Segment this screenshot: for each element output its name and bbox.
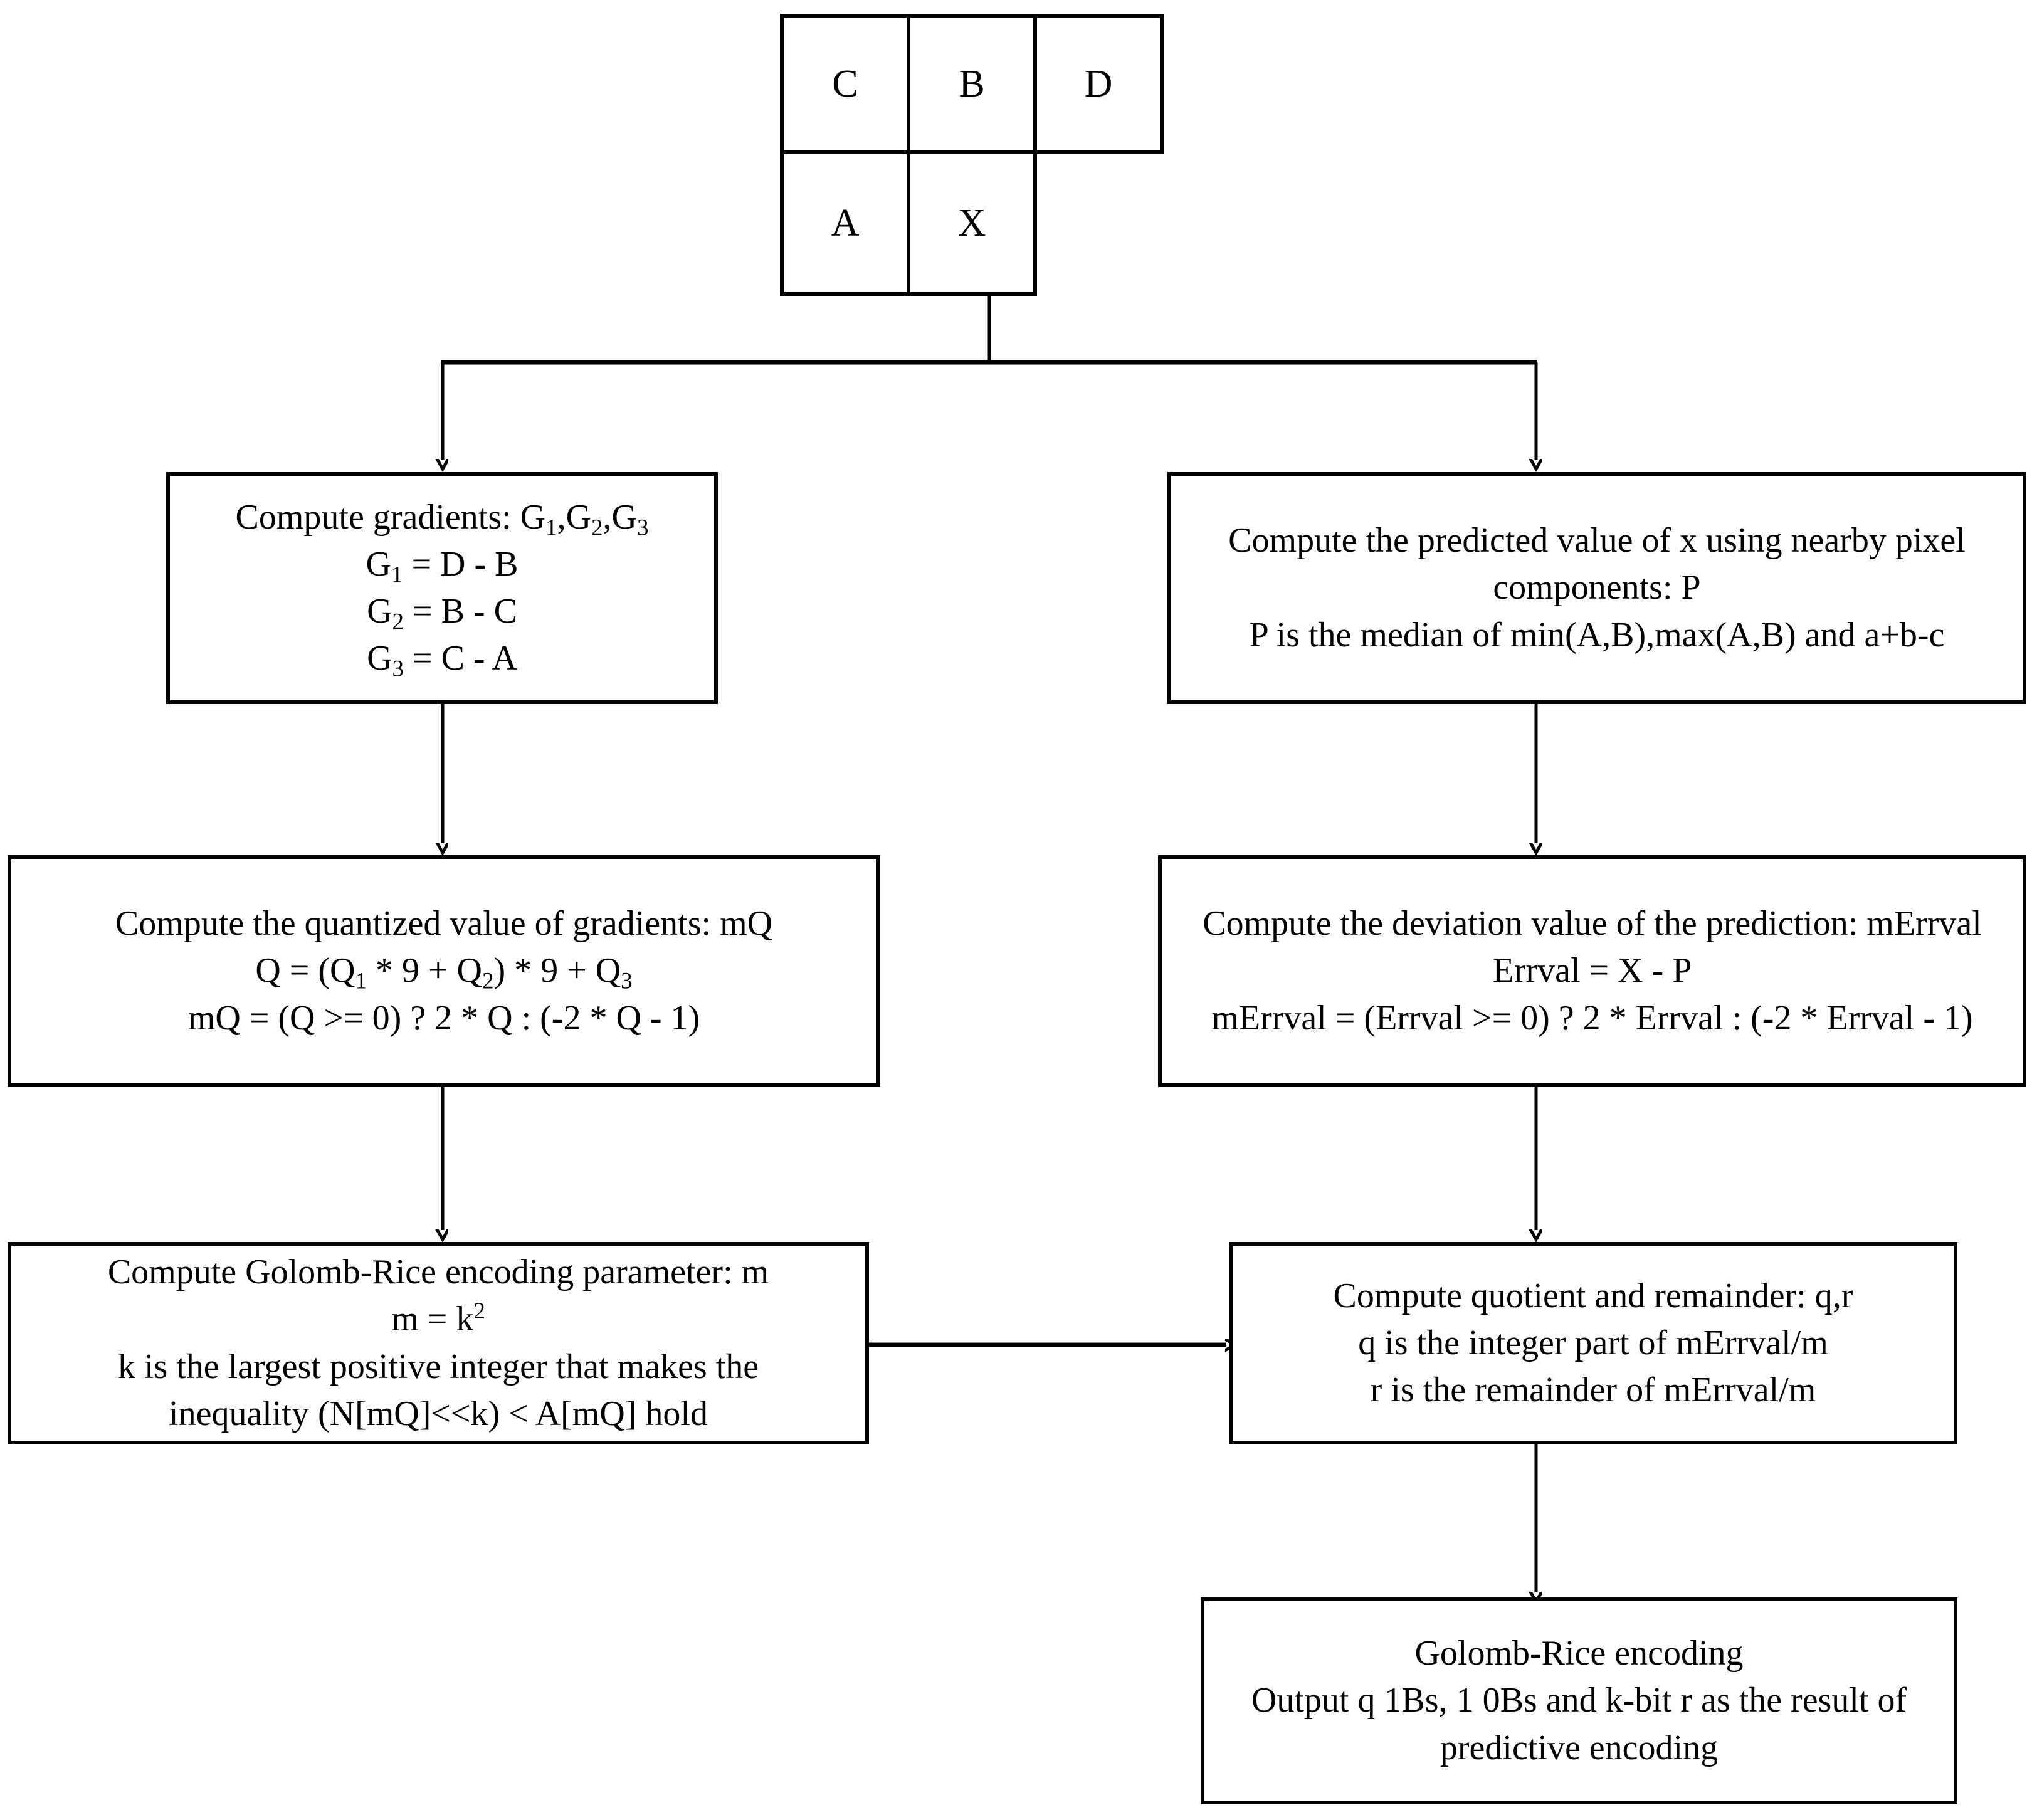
- quotient-line-1: Compute quotient and remainder: q,r: [1333, 1276, 1853, 1315]
- gradients-line-3-pre: G: [367, 592, 392, 631]
- deviation-line-2: Errval = X - P: [1492, 951, 1692, 991]
- encoding-line-1: Golomb-Rice encoding: [1414, 1634, 1744, 1673]
- quantized-line-2: Q = (Q1 * 9 + Q2) * 9 + Q3: [255, 947, 632, 994]
- gradients-line-1: Compute gradients: G1,G2,G3: [236, 494, 649, 541]
- quantized-line-1: Compute the quantized value of gradients…: [115, 904, 773, 944]
- deviation-line-1: Compute the deviation value of the predi…: [1203, 904, 1982, 944]
- quantized-line-2-sub-1: 1: [355, 967, 367, 994]
- golomb-param-line-3: k is the largest positive integer that m…: [117, 1347, 759, 1386]
- gradients-line-1-sub-3: 3: [636, 514, 649, 540]
- box-compute-deviation-value: Compute the deviation value of the predi…: [1158, 855, 2026, 1087]
- gradients-line-1-mid-2: ,G: [603, 497, 637, 537]
- gradients-line-3: G2 = B - C: [367, 588, 517, 635]
- gradients-line-1-sub-1: 1: [545, 514, 557, 540]
- box-compute-quotient-remainder: Compute quotient and remainder: q,r q is…: [1229, 1242, 1957, 1444]
- gradients-line-1-pre: Compute gradients: G: [235, 497, 546, 537]
- gradients-line-2-pre: G: [366, 544, 391, 584]
- gradients-line-2-sub: 1: [391, 561, 403, 587]
- deviation-line-3: mErrval = (Errval >= 0) ? 2 * Errval : (…: [1211, 998, 1973, 1038]
- box-golomb-rice-encoding: Golomb-Rice encoding Output q 1Bs, 1 0Bs…: [1201, 1597, 1957, 1804]
- pixel-grid-label-b: B: [959, 63, 985, 105]
- gradients-line-3-sub: 2: [392, 608, 404, 634]
- gradients-line-4-pre: G: [367, 639, 392, 678]
- quantized-line-3: mQ = (Q >= 0) ? 2 * Q : (-2 * Q - 1): [187, 998, 700, 1038]
- gradients-line-1-sub-2: 2: [591, 514, 603, 540]
- box-compute-gradients: Compute gradients: G1,G2,G3 G1 = D - B G…: [166, 472, 718, 704]
- pixel-grid-cell-d: D: [1033, 14, 1164, 154]
- pixel-grid-cell-b: B: [907, 14, 1037, 154]
- gradients-line-4: G3 = C - A: [367, 635, 517, 682]
- quotient-line-3: r is the remainder of mErrval/m: [1370, 1370, 1816, 1410]
- pixel-grid-cell-a: A: [780, 150, 910, 296]
- pixel-grid-label-a: A: [831, 202, 860, 245]
- quantized-line-2-sub-3: 3: [621, 967, 633, 994]
- gradients-line-4-sub: 3: [392, 655, 404, 681]
- pixel-grid-label-x: X: [957, 202, 986, 245]
- quotient-line-2: q is the integer part of mErrval/m: [1358, 1323, 1828, 1362]
- gradients-line-4-post: = C - A: [404, 639, 517, 678]
- box-compute-predicted-value: Compute the predicted value of x using n…: [1167, 472, 2026, 704]
- gradients-line-2: G1 = D - B: [366, 541, 519, 588]
- gradients-line-1-mid-1: ,G: [557, 497, 592, 537]
- pixel-grid-label-c: C: [832, 63, 858, 105]
- golomb-param-line-2: m = k2: [391, 1296, 485, 1343]
- connector-grid-to-split: [441, 295, 1537, 365]
- quantized-line-2-a: Q = (Q: [255, 951, 355, 991]
- encoding-line-3: predictive encoding: [1440, 1728, 1719, 1767]
- box-compute-quantized-gradients: Compute the quantized value of gradients…: [8, 855, 880, 1087]
- encoding-line-2: Output q 1Bs, 1 0Bs and k-bit r as the r…: [1251, 1681, 1907, 1720]
- gradients-line-2-post: = D - B: [403, 544, 519, 584]
- prediction-line-2: P is the median of min(A,B),max(A,B) and…: [1249, 615, 1945, 655]
- box-compute-golomb-rice-parameter: Compute Golomb-Rice encoding parameter: …: [8, 1242, 869, 1444]
- golomb-param-line-2-pre: m = k: [391, 1300, 474, 1339]
- golomb-param-line-4: inequality (N[mQ]<<k) < A[mQ] hold: [169, 1394, 708, 1433]
- quantized-line-2-c: ) * 9 + Q: [493, 951, 621, 991]
- gradients-line-3-post: = B - C: [404, 592, 517, 631]
- pixel-grid-cell-c: C: [780, 14, 910, 154]
- golomb-param-line-1: Compute Golomb-Rice encoding parameter: …: [107, 1253, 769, 1292]
- pixel-grid-label-d: D: [1084, 63, 1113, 105]
- quantized-line-2-b: * 9 + Q: [366, 951, 482, 991]
- prediction-line-1: Compute the predicted value of x using n…: [1228, 521, 1966, 608]
- pixel-grid-cell-x: X: [907, 150, 1037, 296]
- quantized-line-2-sub-2: 2: [482, 967, 494, 994]
- golomb-param-line-2-sup: 2: [473, 1298, 485, 1324]
